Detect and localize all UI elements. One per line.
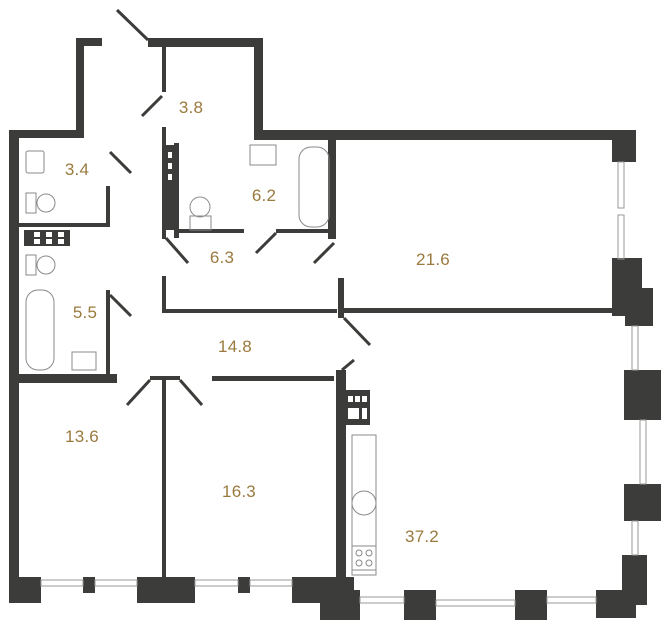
room-area-kitchen-living: 37.2	[405, 527, 439, 546]
walls	[9, 38, 661, 620]
room-area-bedroom-large: 21.6	[416, 250, 450, 269]
fixtures	[25, 144, 377, 576]
sink-icon	[25, 150, 45, 174]
toilet-icon	[36, 193, 56, 213]
bathtub-icon	[25, 289, 55, 371]
kitchen-counter	[351, 434, 377, 576]
sink-icon	[249, 144, 277, 166]
door-swings	[108, 8, 372, 407]
sink-icon	[71, 351, 97, 371]
room-area-corridor-small: 6.3	[209, 248, 235, 267]
room-area-bedroom-left: 13.6	[65, 427, 99, 446]
vents	[24, 145, 174, 246]
room-area-bathroom-main: 6.2	[251, 186, 277, 205]
room-area-bedroom-middle: 16.3	[222, 482, 256, 501]
toilet-icon	[36, 255, 56, 275]
room-area-hall: 14.8	[218, 337, 252, 356]
room-area-bathroom-second: 5.5	[72, 303, 98, 322]
room-area-vestibule: 3.8	[178, 98, 204, 117]
sink-round-icon	[351, 490, 377, 516]
bathtub-icon	[298, 146, 330, 228]
stove-icon	[351, 545, 377, 571]
toilet-icon	[189, 196, 211, 218]
room-area-wc-small: 3.4	[64, 160, 90, 179]
windows	[40, 161, 647, 607]
